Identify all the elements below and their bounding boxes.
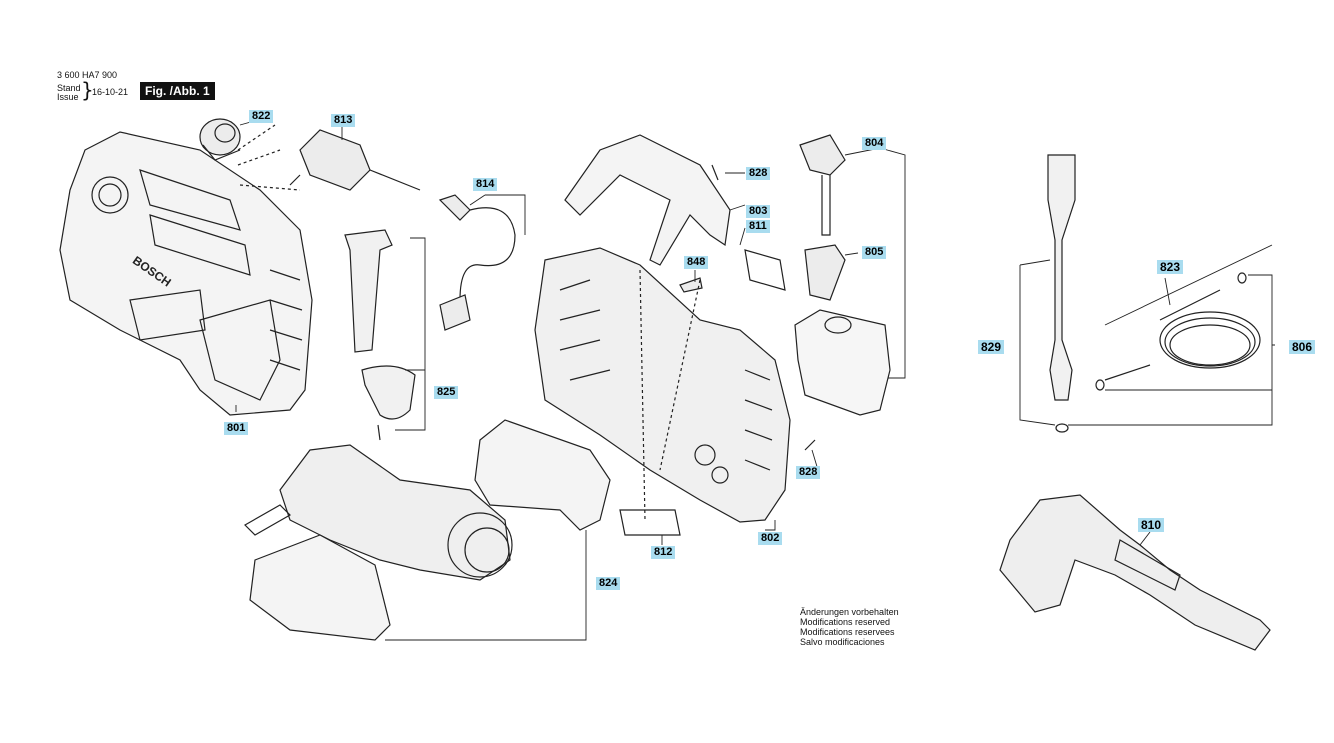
handle-803 bbox=[564, 134, 731, 266]
doc-number: 3 600 HA7 900 bbox=[57, 70, 118, 80]
detergent-tank-804 bbox=[794, 134, 891, 416]
part-label-806: 806 bbox=[1289, 340, 1316, 354]
holder-825 bbox=[344, 229, 416, 441]
screw-828-upper bbox=[711, 164, 719, 181]
part-label-823: 823 bbox=[1157, 260, 1184, 274]
part-label-805: 805 bbox=[862, 246, 887, 259]
knob-822 bbox=[199, 118, 241, 161]
part-label-803: 803 bbox=[746, 205, 771, 218]
note-de: Änderungen vorbehalten bbox=[800, 607, 899, 617]
part-label-813: 813 bbox=[331, 114, 356, 127]
part-label-814: 814 bbox=[473, 178, 498, 191]
figure-title: Fig. /Abb. 1 bbox=[140, 82, 215, 100]
part-848 bbox=[679, 277, 703, 293]
housing-rear-802 bbox=[534, 247, 791, 523]
note-es: Salvo modificaciones bbox=[800, 637, 885, 647]
part-label-829: 829 bbox=[978, 340, 1005, 354]
brace-icon: } bbox=[81, 78, 94, 102]
issue-date: 16-10-21 bbox=[92, 87, 129, 97]
part-label-804: 804 bbox=[862, 137, 887, 150]
part-label-848: 848 bbox=[684, 256, 709, 269]
part-label-811: 811 bbox=[746, 220, 770, 233]
stand-label: Stand bbox=[57, 83, 81, 93]
label-811 bbox=[744, 249, 786, 291]
note-fr: Modifications reservees bbox=[800, 627, 895, 637]
part-label-810: 810 bbox=[1138, 518, 1165, 532]
motor-pump-824 bbox=[244, 419, 611, 641]
lance-829 bbox=[1047, 154, 1076, 433]
screw-828-lower bbox=[804, 439, 816, 451]
housing-front-801: BOSCH bbox=[59, 131, 313, 416]
part-label-828-upper: 828 bbox=[746, 167, 771, 180]
part-label-828-lower: 828 bbox=[796, 466, 821, 479]
hose-806 bbox=[1095, 272, 1261, 391]
note-en: Modifications reserved bbox=[800, 617, 891, 627]
switch-813 bbox=[289, 129, 421, 191]
part-label-824: 824 bbox=[596, 577, 621, 590]
part-label-802: 802 bbox=[758, 532, 783, 545]
part-label-822: 822 bbox=[249, 110, 274, 123]
modification-notes: Änderungen vorbehalten Modifications res… bbox=[800, 607, 899, 647]
part-label-801: 801 bbox=[224, 422, 249, 435]
part-label-825: 825 bbox=[434, 386, 459, 399]
power-cord-814 bbox=[438, 194, 516, 331]
label-812 bbox=[619, 509, 681, 536]
issue-label: Issue bbox=[57, 92, 79, 102]
spray-gun-810 bbox=[999, 494, 1271, 651]
part-label-812: 812 bbox=[651, 546, 676, 559]
